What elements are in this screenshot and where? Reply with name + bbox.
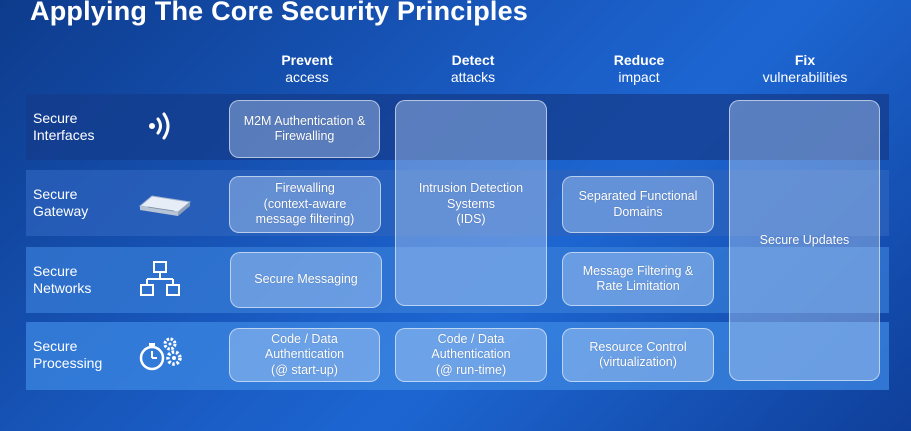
column-header-fix: Fix vulnerabilities [740,52,870,86]
row-secure-interfaces: Secure Interfaces [26,94,889,160]
wireless-signal-icon [149,112,170,140]
cell-resource-control: Resource Control (virtualization) [562,328,714,382]
row-label-line1: Secure [33,263,78,279]
page-title: Applying The Core Security Principles [30,0,529,26]
column-header-line2: attacks [450,69,496,85]
cell-text: (virtualization) [599,355,677,369]
cell-text: M2M Authentication & [243,113,366,128]
row-label-line2: Gateway [33,203,89,219]
row-label: Secure Interfaces [33,110,123,144]
column-header-line2: vulnerabilities [762,69,848,85]
cell-text: Firewalling [275,181,335,196]
cell-message-filtering: Message Filtering & Rate Limitation [562,252,714,306]
cell-m2m-authentication: M2M Authentication & Firewalling [229,100,380,158]
gateway-device-icon [138,195,192,216]
cell-text: message filtering) [255,212,355,227]
column-header-line1: Reduce [613,52,665,68]
row-label: Secure Processing [33,338,123,372]
stopwatch-gears-icon [139,337,182,371]
row-label-line1: Secure [33,110,78,126]
cell-text: (@ start-up) [271,362,338,377]
cell-text: Authentication [264,347,345,362]
cell-text: Resource Control [589,339,687,354]
cell-code-auth-runtime: Code / Data Authentication (@ run-time) [395,328,547,382]
cell-text: Secure Messaging [254,272,358,287]
row-secure-processing: Secure Processing [26,322,889,390]
row-label-line1: Secure [33,338,78,354]
row-label-line2: Processing [33,355,103,371]
cell-text: Systems [447,196,495,211]
cell-text: Firewalling [274,129,335,143]
row-label: Secure Gateway [33,186,123,220]
column-header-line2: impact [618,69,660,85]
cell-text: Code / Data [271,331,338,346]
cell-intrusion-detection: Intrusion Detection Systems (IDS) [395,100,547,306]
column-header-line1: Detect [451,52,495,68]
row-secure-gateway: Secure Gateway [26,170,889,236]
cell-secure-messaging: Secure Messaging [230,252,382,308]
network-topology-icon [140,261,180,296]
cell-firewalling: Firewalling (context-aware message filte… [229,176,381,233]
row-label-line2: Networks [33,280,92,296]
cell-text: Intrusion Detection [418,181,524,195]
column-header-detect: Detect attacks [408,52,538,86]
column-header-line2: access [285,69,329,85]
cell-text: Secure Updates [759,232,850,247]
row-secure-networks: Secure Networks [26,247,889,313]
cell-text: Authentication [431,347,511,362]
column-header-line1: Prevent [281,52,333,68]
cell-text: Domains [613,204,663,219]
cell-text: Code / Data [437,331,505,346]
row-label: Secure Networks [33,263,123,297]
cell-text: Message Filtering & [582,263,694,278]
cell-text: (IDS) [456,212,486,226]
cell-text: Separated Functional [578,189,698,203]
row-label-line2: Interfaces [33,127,95,143]
cell-text: (@ run-time) [435,362,507,377]
cell-text: Rate Limitation [596,279,680,293]
cell-separated-domains: Separated Functional Domains [562,176,714,233]
column-header-line1: Fix [794,52,816,68]
column-header-reduce: Reduce impact [574,52,704,86]
row-label-line1: Secure [33,186,78,202]
cell-code-auth-startup: Code / Data Authentication (@ start-up) [229,328,380,382]
column-header-prevent: Prevent access [242,52,372,86]
cell-text: (context-aware [263,196,347,211]
cell-secure-updates: Secure Updates [729,100,880,381]
